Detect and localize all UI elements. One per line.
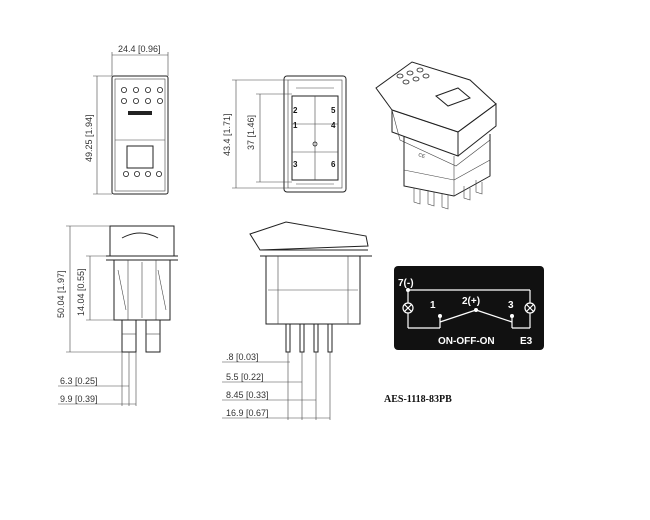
schematic-mode-label: ON-OFF-ON <box>438 336 495 347</box>
wiring-schematic: 7(-) 1 2(+) 3 ON-OFF-ON E3 <box>394 266 544 350</box>
svg-text:CE: CE <box>417 152 426 160</box>
schematic-pin2-label: 2(+) <box>462 296 480 307</box>
part-number: AES-1118-83PB <box>384 394 452 405</box>
side-height-label: 50.04 [1.97] <box>56 270 66 318</box>
side-body-height-label: 14.04 [0.55] <box>76 268 86 316</box>
terminal-6: 6 <box>331 160 336 169</box>
front-view: 24.4 [0.96] 49.25 [1.94] <box>84 44 169 195</box>
rear-outer-height-label: 43.4 [1.71] <box>222 113 232 156</box>
right-dim-4-label: 16.9 [0.67] <box>226 408 269 418</box>
schematic-pin1-label: 1 <box>430 300 436 311</box>
side-view-right: .8 [0.03] 5.5 [0.22] 8.45 [0.33] 16.9 [0… <box>222 221 372 420</box>
terminal-1: 1 <box>293 121 298 130</box>
terminal-3: 3 <box>293 160 298 169</box>
terminal-4: 4 <box>331 121 336 130</box>
side-view-left: 50.04 [1.97] 14.04 [0.55] 6.3 [0.25] 9.9… <box>56 225 178 406</box>
right-dim-2-label: 5.5 [0.22] <box>226 372 264 382</box>
schematic-pin7-label: 7(-) <box>398 278 414 289</box>
front-indicator-bar <box>128 111 152 115</box>
pin-dim-1-label: 6.3 [0.25] <box>60 376 98 386</box>
front-height-label: 49.25 [1.94] <box>84 114 94 162</box>
terminal-5: 5 <box>331 106 336 115</box>
terminal-2: 2 <box>293 106 298 115</box>
rear-view: 2 5 1 4 3 6 43.4 [1.71] 37 [1.46] <box>222 75 347 193</box>
right-dim-3-label: 8.45 [0.33] <box>226 390 269 400</box>
right-dim-1-label: .8 [0.03] <box>226 352 259 362</box>
schematic-code-label: E3 <box>520 336 533 347</box>
rear-inner-height-label: 37 [1.46] <box>246 115 256 150</box>
schematic-pin3-label: 3 <box>508 300 514 311</box>
isometric-view: CE <box>375 61 497 210</box>
front-width-label: 24.4 [0.96] <box>118 44 161 54</box>
pin-dim-2-label: 9.9 [0.39] <box>60 394 98 404</box>
